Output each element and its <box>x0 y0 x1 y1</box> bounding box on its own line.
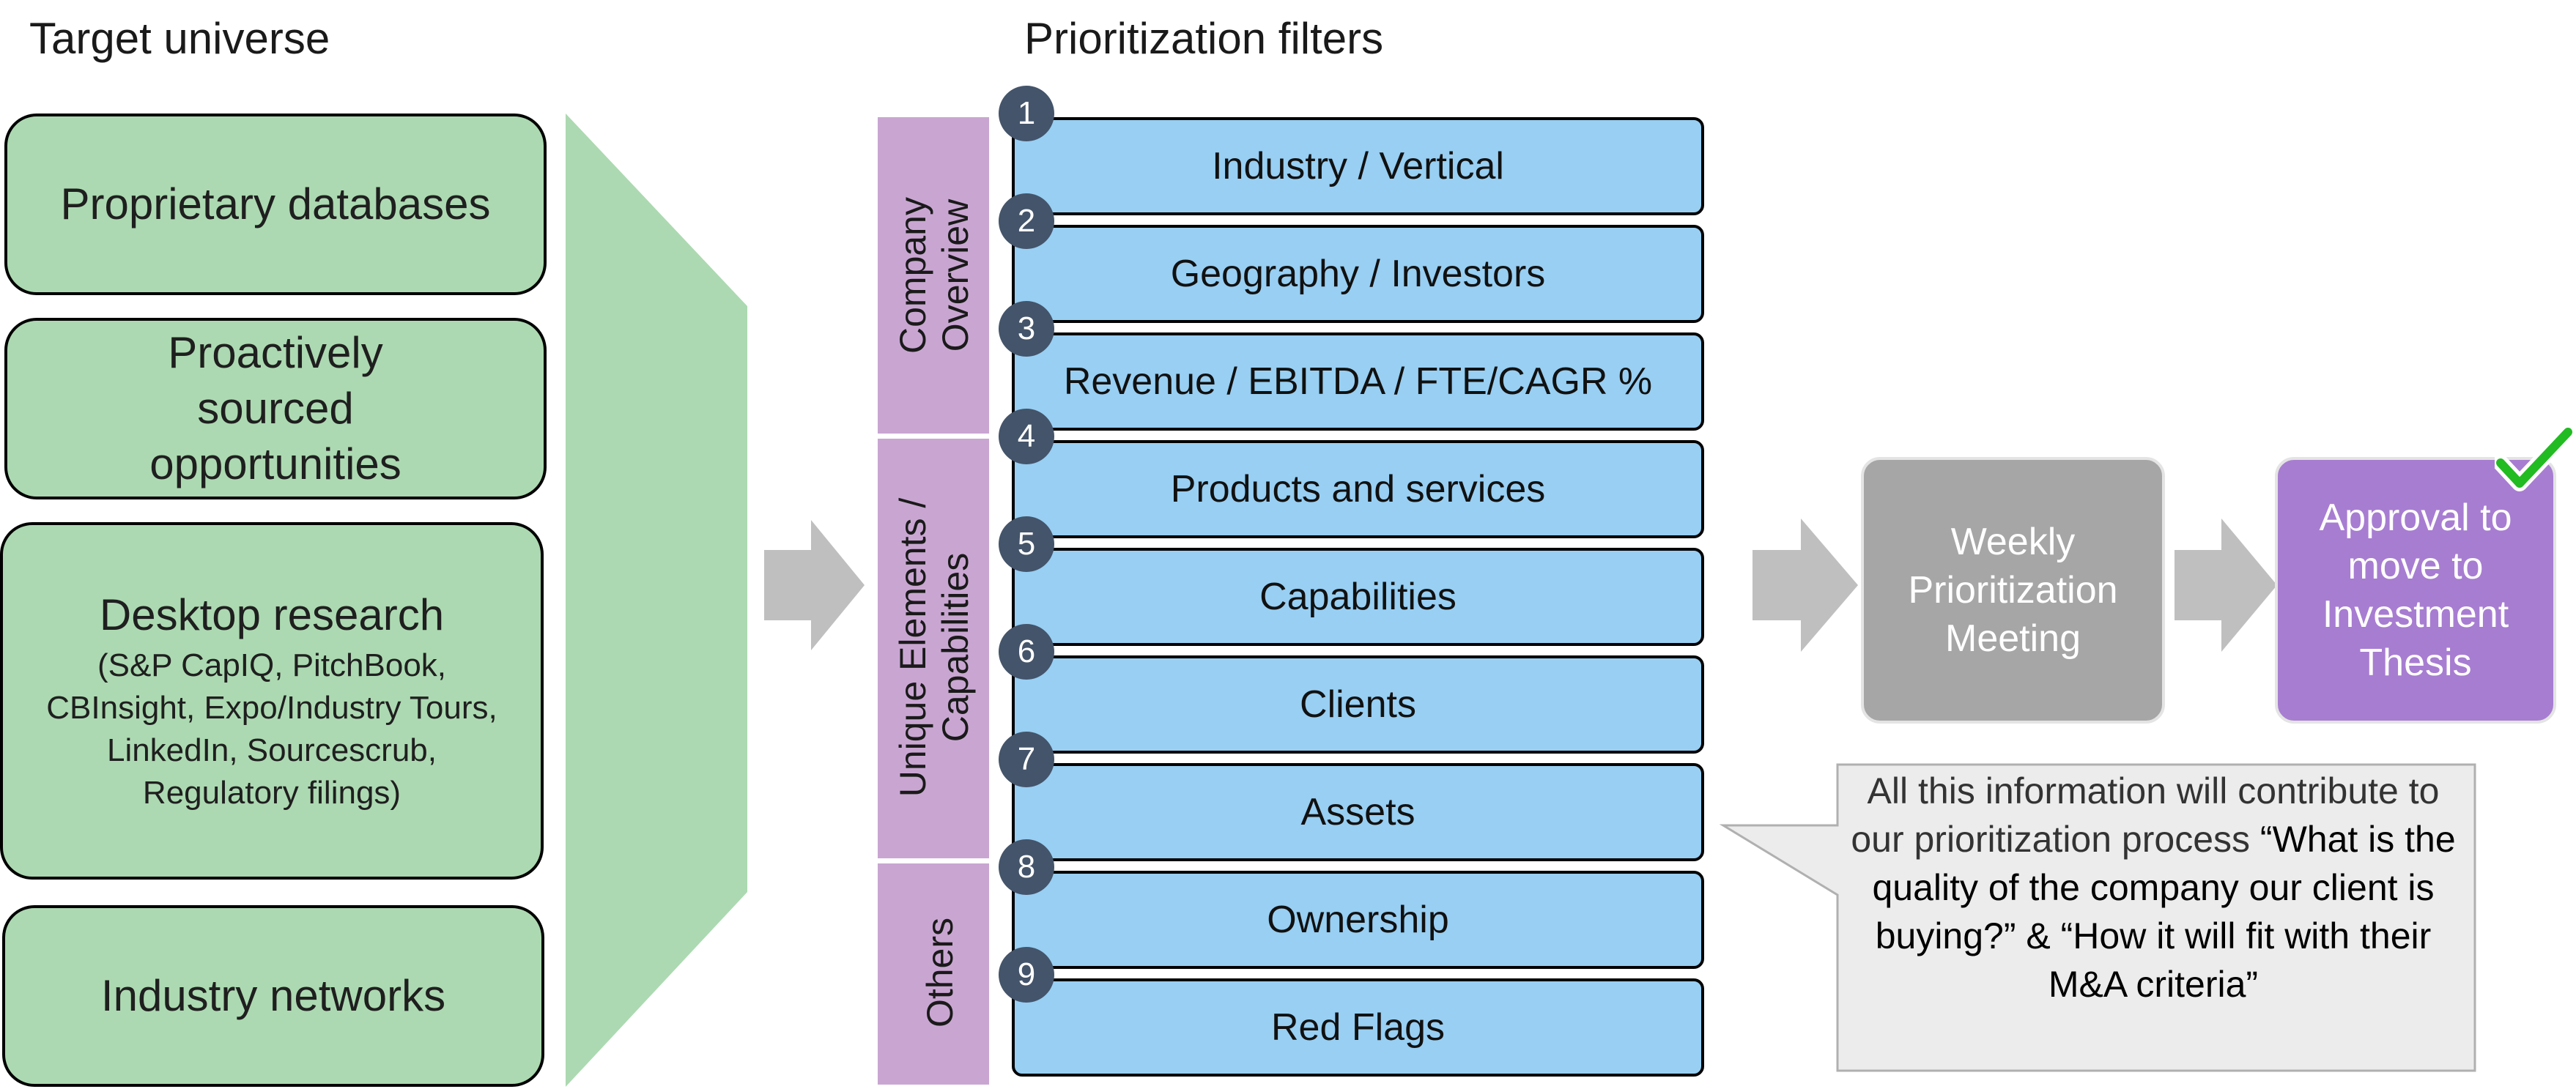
source-sublabel: (S&P CapIQ, PitchBook, CBInsight, Expo/I… <box>46 647 497 811</box>
arrow-to-meeting <box>1753 519 1858 652</box>
filter-box-4: Products and services <box>1012 440 1704 538</box>
filter-box-6: Clients <box>1012 655 1704 754</box>
filter-label: Industry / Vertical <box>1212 145 1504 187</box>
filter-label: Capabilities <box>1259 576 1457 618</box>
filter-label: Products and services <box>1170 468 1546 510</box>
filter-label: Geography / Investors <box>1170 253 1546 295</box>
filter-box-7: Assets <box>1012 763 1704 861</box>
filter-box-1: Industry / Vertical <box>1012 117 1704 215</box>
number-badge-9: 9 <box>999 947 1054 1003</box>
callout-body: All this information will contribute to … <box>1851 770 2440 860</box>
funnel-shape <box>566 114 747 1087</box>
callout-bubble <box>1719 763 2476 1072</box>
source-label: Proactively sourced opportunities <box>149 328 401 488</box>
number-badge-8: 8 <box>999 839 1054 895</box>
source-box-desktop-research: Desktop research (S&P CapIQ, PitchBook, … <box>0 522 544 880</box>
filter-box-2: Geography / Investors <box>1012 225 1704 323</box>
filter-label: Revenue / EBITDA / FTE/CAGR % <box>1063 360 1653 403</box>
weekly-meeting-label: Weekly Prioritization Meeting <box>1908 521 2118 660</box>
source-label: Industry networks <box>100 971 446 1020</box>
arrow-to-approval <box>2175 519 2277 652</box>
weekly-meeting-box: Weekly Prioritization Meeting <box>1861 457 2165 724</box>
number-badge-1: 1 <box>999 86 1054 141</box>
number-badge-3: 3 <box>999 301 1054 357</box>
target-universe-heading: Target universe <box>29 14 330 63</box>
number-badge-2: 2 <box>999 193 1054 249</box>
source-box-proactively-sourced: Proactively sourced opportunities <box>4 318 547 499</box>
approval-label: Approval to move to Investment Thesis <box>2319 497 2512 684</box>
filter-label: Ownership <box>1267 899 1449 941</box>
arrow-to-filters <box>764 520 865 650</box>
checkmark-icon <box>2495 424 2575 491</box>
number-badge-7: 7 <box>999 732 1054 787</box>
source-box-industry-networks: Industry networks <box>2 905 544 1087</box>
number-badge-4: 4 <box>999 409 1054 464</box>
source-box-proprietary-databases: Proprietary databases <box>4 114 547 295</box>
number-badge-5: 5 <box>999 516 1054 572</box>
group-label-others: Others <box>919 917 961 1028</box>
group-band-others <box>878 863 989 1085</box>
prioritization-filters-heading: Prioritization filters <box>1024 14 1384 63</box>
approval-box: Approval to move to Investment Thesis <box>2275 457 2556 724</box>
callout-quote: “What is the quality of the company our … <box>1872 819 2456 1005</box>
group-label-unique-elements: Unique Elements / Capabilities <box>892 497 976 798</box>
source-label: Proprietary databases <box>60 179 491 228</box>
filter-box-5: Capabilities <box>1012 548 1704 646</box>
group-band-unique-elements <box>878 439 989 858</box>
group-label-company-overview: Company Overview <box>892 197 976 354</box>
source-label: Desktop research <box>99 590 445 639</box>
filter-box-3: Revenue / EBITDA / FTE/CAGR % <box>1012 332 1704 431</box>
filter-box-8: Ownership <box>1012 871 1704 969</box>
group-band-company-overview <box>878 117 989 434</box>
filter-label: Red Flags <box>1271 1006 1445 1049</box>
filter-label: Clients <box>1300 683 1416 726</box>
filter-box-9: Red Flags <box>1012 978 1704 1077</box>
number-badge-6: 6 <box>999 624 1054 680</box>
callout-text: All this information will contribute to … <box>1837 767 2469 1008</box>
filter-label: Assets <box>1300 791 1415 833</box>
